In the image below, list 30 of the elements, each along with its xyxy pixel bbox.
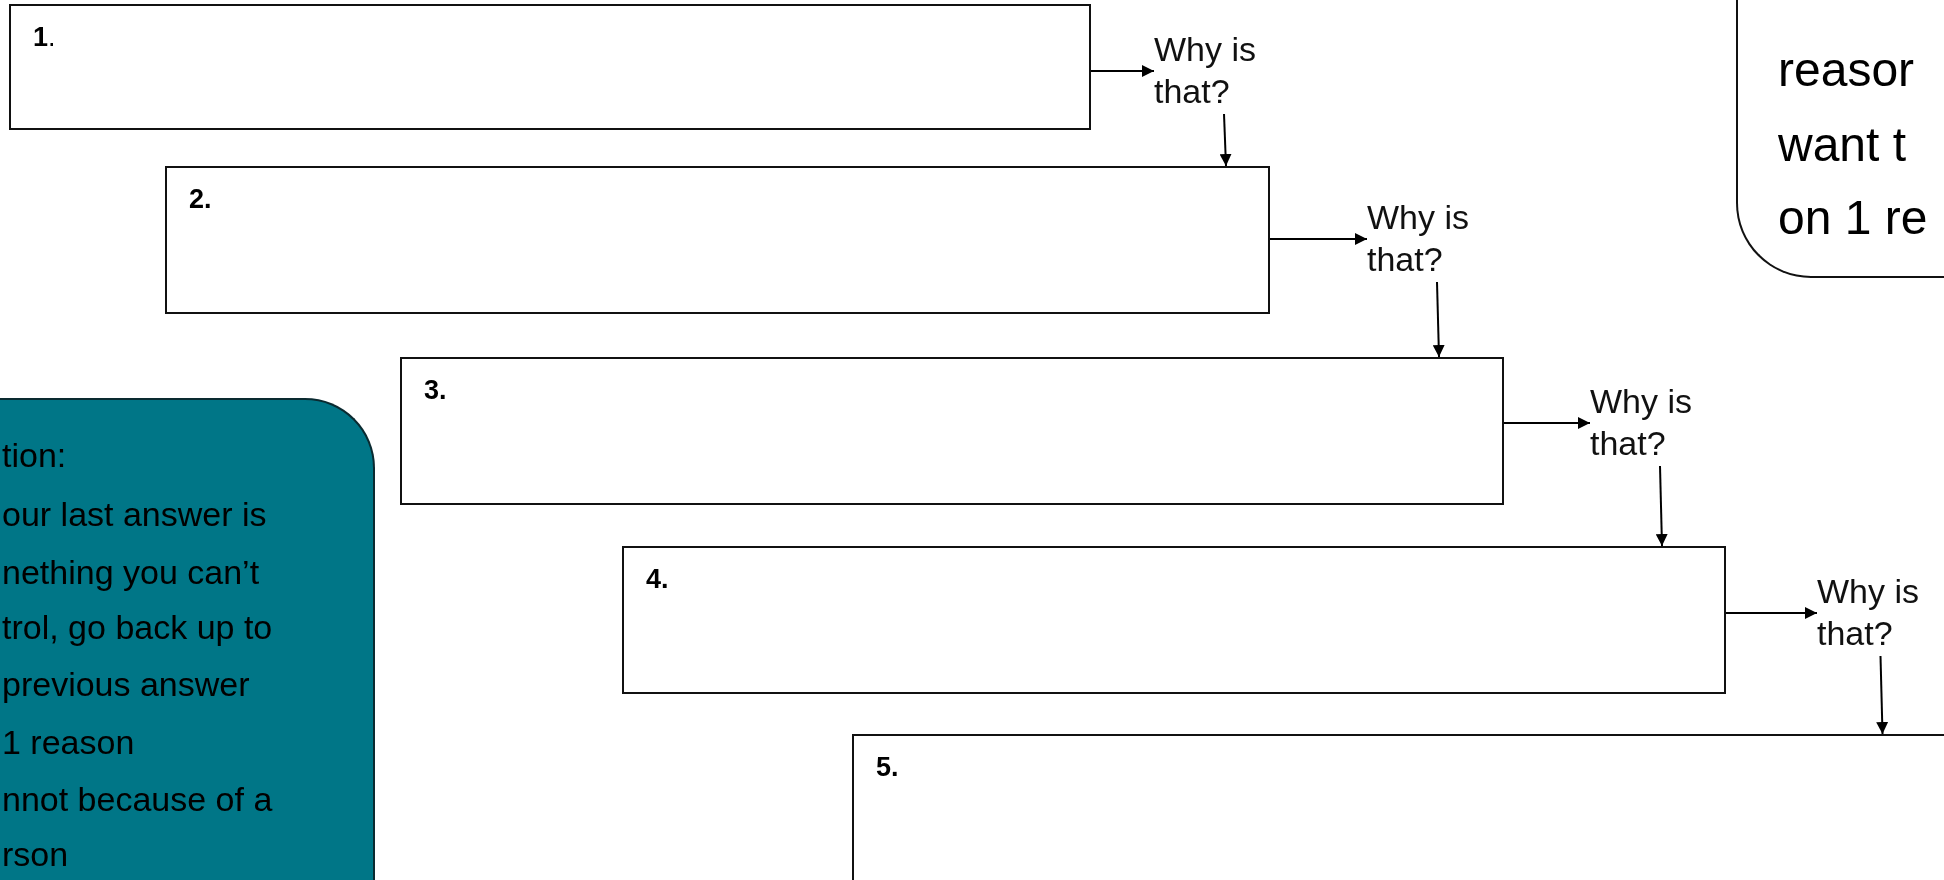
question-text: Why is that? bbox=[1590, 381, 1693, 464]
note-text: want t bbox=[1778, 123, 1907, 167]
note-text: 1 reason bbox=[2, 722, 135, 763]
question-text: Why is that? bbox=[1367, 197, 1470, 280]
note-text: reasor bbox=[1778, 48, 1915, 92]
arrow bbox=[1876, 655, 1889, 735]
arrow bbox=[1503, 417, 1591, 429]
arrow bbox=[1725, 607, 1818, 619]
arrow bbox=[1655, 465, 1668, 547]
step-number: 5. bbox=[876, 752, 899, 783]
arrow bbox=[1269, 233, 1368, 245]
arrow bbox=[1432, 281, 1445, 358]
note-text: previous answer bbox=[2, 664, 250, 705]
note-text: nething you can’t bbox=[2, 552, 260, 593]
arrow bbox=[1090, 65, 1155, 77]
arrow bbox=[1219, 113, 1232, 167]
note-text: nnot because of a bbox=[2, 779, 273, 820]
step-number: 3. bbox=[424, 375, 447, 406]
question-text: Why is that? bbox=[1154, 29, 1257, 112]
note-box bbox=[1736, 0, 1944, 278]
question-text: Why is that? bbox=[1817, 571, 1920, 654]
note-text: our last answer is bbox=[2, 494, 267, 535]
note-text: tion: bbox=[2, 435, 67, 476]
note-text: trol, go back up to bbox=[2, 607, 273, 648]
note-text: on 1 re bbox=[1778, 196, 1928, 240]
note-text: rson bbox=[2, 834, 69, 875]
step-number: 4. bbox=[646, 564, 669, 595]
note-box bbox=[0, 398, 375, 880]
step-number: 2. bbox=[189, 184, 212, 215]
step-number: 1. bbox=[33, 22, 56, 53]
